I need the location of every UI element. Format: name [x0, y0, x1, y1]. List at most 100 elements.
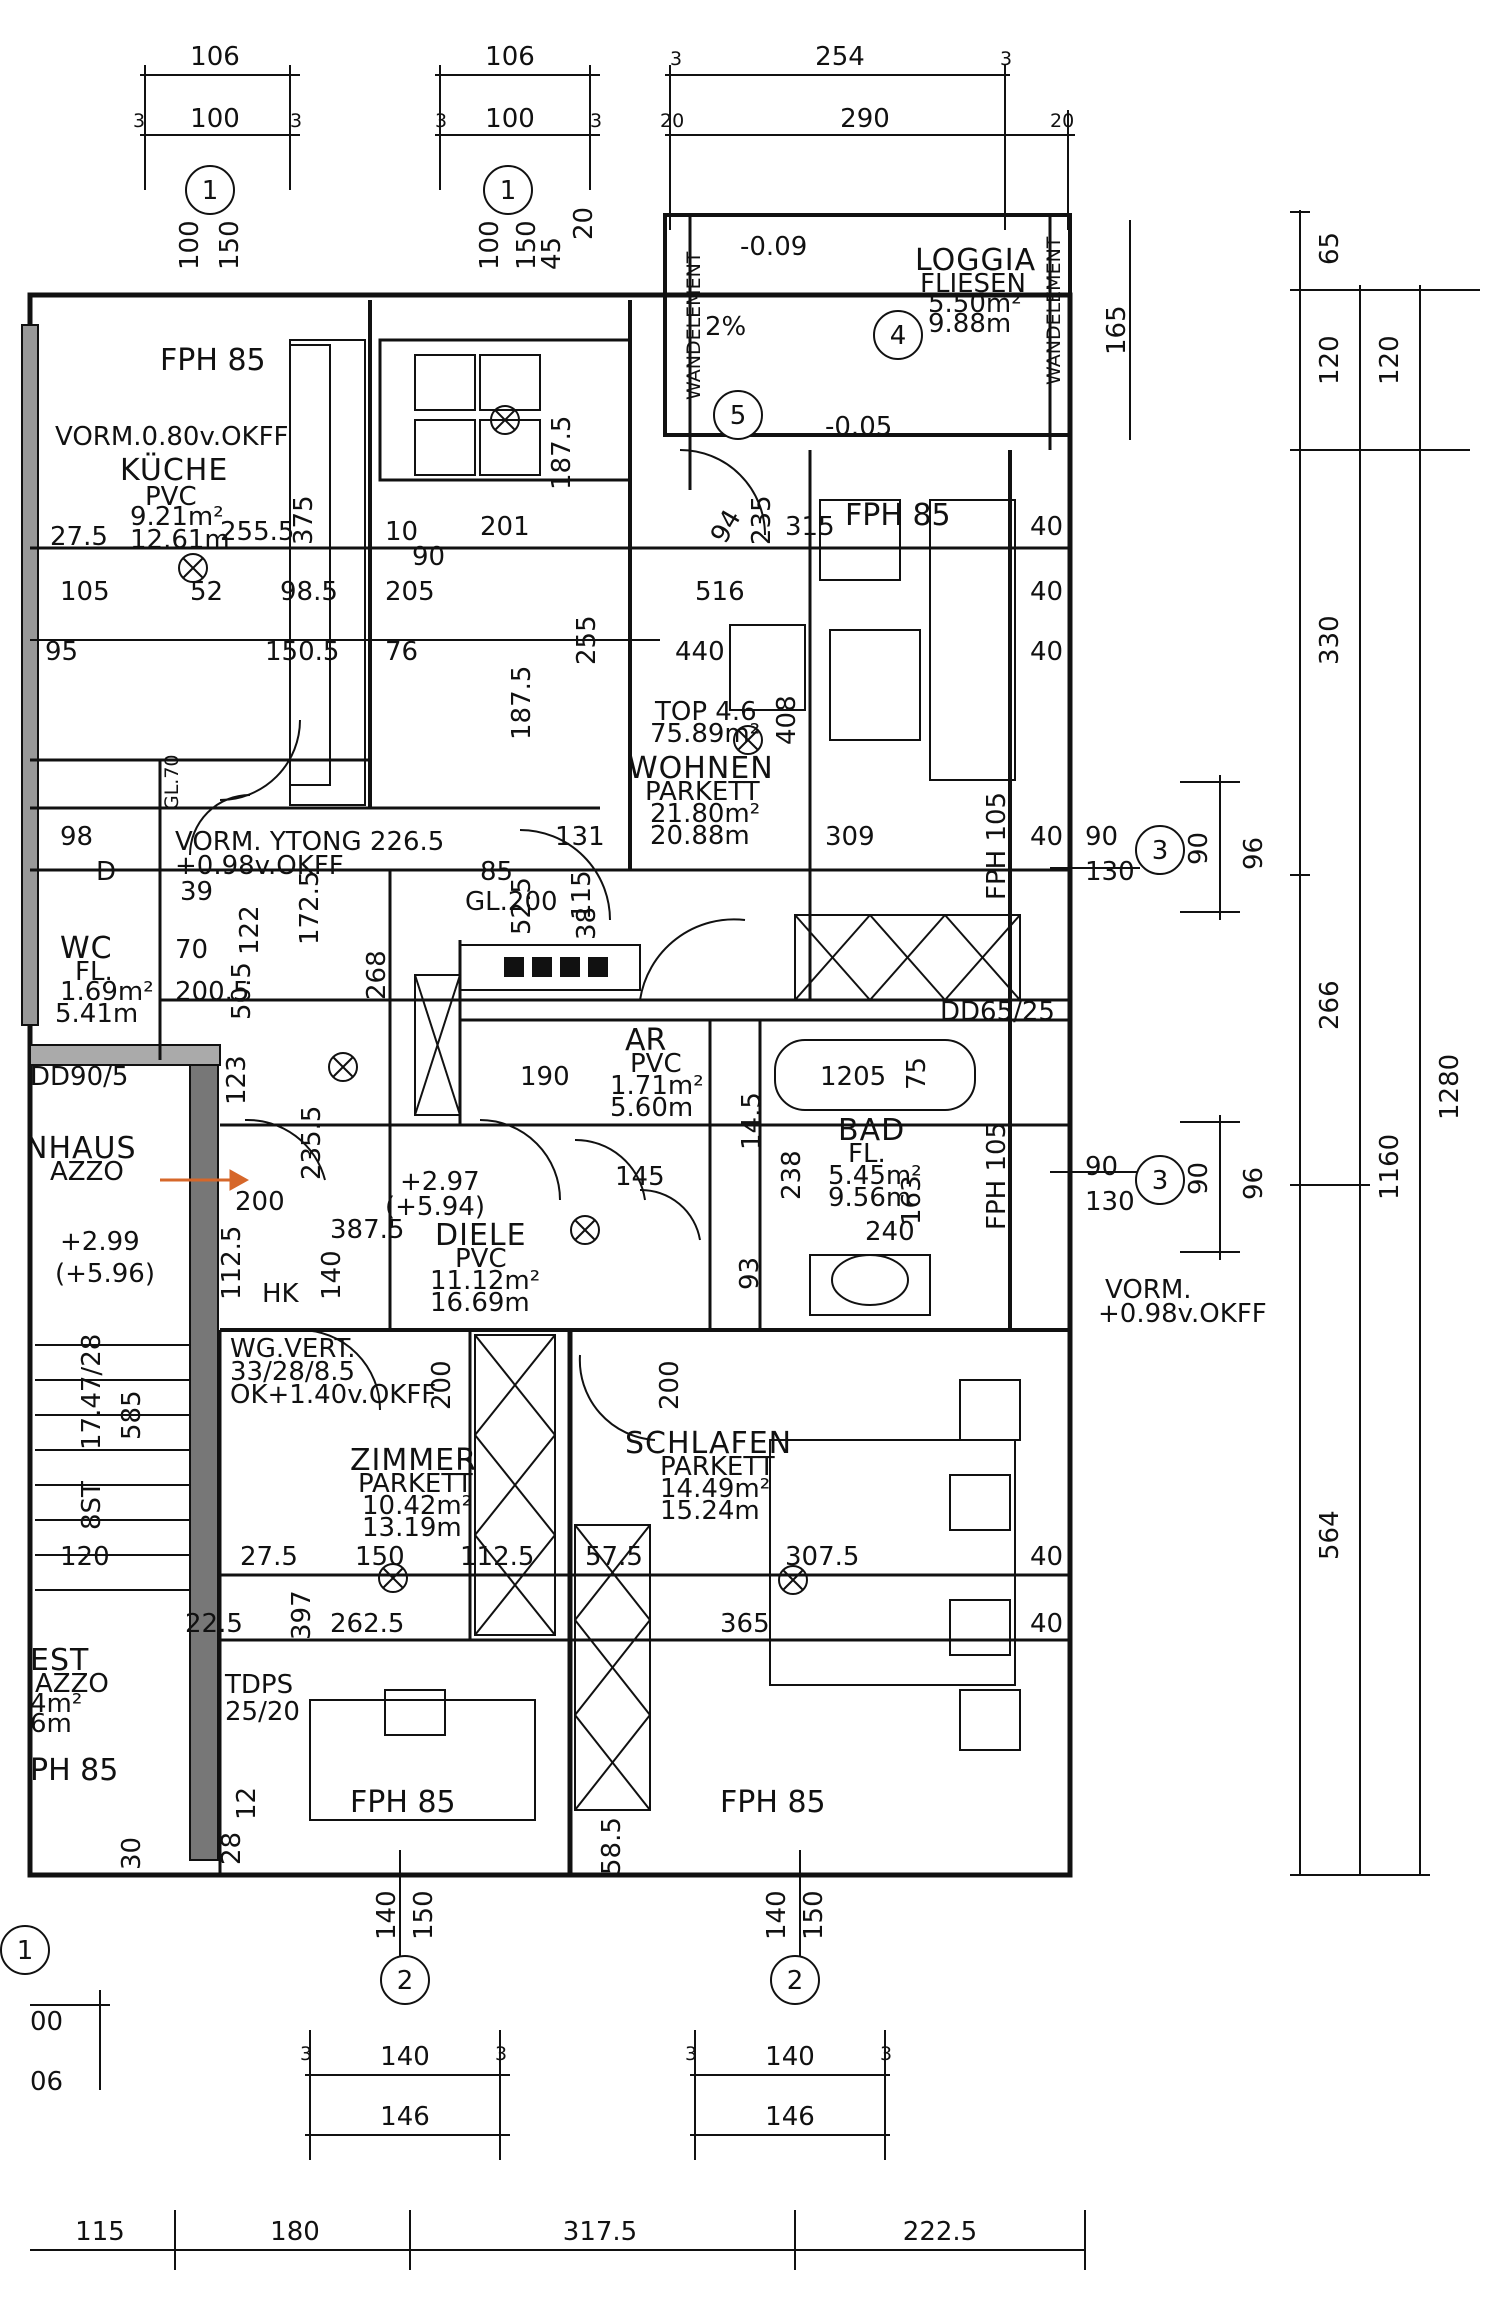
dim-i397: 397 [287, 1590, 317, 1640]
dim-i140: 140 [317, 1250, 347, 1300]
axis-markers [0, 165, 1185, 2005]
dim-i200a: 200 [427, 1360, 457, 1410]
dim-i225: 22.5 [185, 1609, 243, 1639]
dim-i172: 172.5 [295, 871, 325, 945]
dim-r90c: 90 [1085, 822, 1118, 852]
schlafen-area: 14.49m² [660, 1474, 770, 1504]
dim-r165: 165 [1102, 305, 1132, 355]
dim-i1125b: 112.5 [460, 1542, 534, 1572]
dim-i40b: 40 [1030, 577, 1063, 607]
dim-bv150a: 150 [409, 1890, 439, 1940]
wc-name: WC [60, 931, 113, 966]
note-vorm-right2: +0.98v.OKFF [1098, 1299, 1267, 1329]
wc-perimeter: 5.41m [55, 999, 138, 1029]
dim-top-106a: 106 [190, 42, 240, 72]
entrance-arrow [160, 1169, 250, 1191]
dim-r120a: 120 [1315, 335, 1345, 385]
dim-top-254: 254 [815, 42, 865, 72]
note-d: D [96, 857, 116, 887]
dim-r96a: 96 [1239, 837, 1269, 870]
axis-1b: 1 [500, 176, 517, 206]
dim-b3c: 3 [685, 2043, 697, 2065]
dim-b3b: 3 [495, 2043, 507, 2065]
rest-floor: AZZO [35, 1669, 109, 1699]
dim-bv140b: 140 [762, 1890, 792, 1940]
dim-top-20b: 20 [1050, 110, 1074, 132]
zimmer-floor: PARKETT [358, 1469, 473, 1499]
dim-i2625: 262.5 [330, 1609, 404, 1639]
dim-i123: 123 [222, 1055, 252, 1105]
schlafen-name: SCHLAFEN [625, 1426, 792, 1461]
dim-top-3a: 3 [133, 110, 145, 132]
ar-perimeter: 5.60m [610, 1093, 693, 1123]
dim-i120: 120 [60, 1542, 110, 1572]
dim-i1505: 150.5 [265, 637, 339, 667]
dim-i575: 57.5 [585, 1542, 643, 1572]
wohnen-top: TOP 4.6 [654, 697, 757, 727]
dim-b140a: 140 [380, 2042, 430, 2072]
dim-i131: 131 [555, 822, 605, 852]
dim-i3075: 307.5 [785, 1542, 859, 1572]
diele-perimeter: 16.69m [430, 1288, 530, 1318]
dim-i40a: 40 [1030, 512, 1063, 542]
dim-i255a: 255 [572, 615, 602, 665]
note-hk: HK [262, 1279, 300, 1309]
dim-r266: 266 [1315, 980, 1345, 1030]
dim-i40c: 40 [1030, 637, 1063, 667]
note-wg-vert3: OK+1.40v.OKFF [230, 1380, 436, 1410]
wc-floor: FL. [75, 957, 113, 987]
dim-i238: 238 [777, 1150, 807, 1200]
dim-i40f: 40 [1030, 1609, 1063, 1639]
diele-level: +2.97 [400, 1167, 480, 1197]
dim-b140b: 140 [765, 2042, 815, 2072]
dim-r90a: 90 [1184, 832, 1214, 865]
dim-i235: 235 [747, 495, 777, 545]
dim-b00: 00 [30, 2007, 63, 2037]
dim-i1125: 112.5 [217, 1226, 247, 1300]
bad-perimeter: 9.56m [828, 1183, 911, 1213]
dim-i2355: 235.5 [297, 1106, 327, 1180]
ar-floor: PVC [630, 1049, 682, 1079]
dim-top-100b: 100 [485, 104, 535, 134]
axis-4: 4 [890, 321, 907, 351]
bottom-dimensions [30, 1850, 1086, 2270]
dim-r1160: 1160 [1375, 1134, 1405, 1200]
dim-bv150b: 150 [799, 1890, 829, 1940]
zimmer-area: 10.42m² [362, 1491, 472, 1521]
rest-name: EST [30, 1643, 89, 1678]
loggia-floor: FLIESEN [920, 269, 1026, 299]
stiegenhaus-stair: 17.47/28 [77, 1334, 107, 1450]
note-gl2: GL.70 [161, 754, 183, 810]
kueche-note: VORM.0.80v.OKFF [55, 422, 289, 452]
kueche-name: KÜCHE [120, 452, 228, 488]
dim-i505: 50.5 [227, 962, 257, 1020]
dim-top-106b: 106 [485, 42, 535, 72]
dim-i39: 39 [180, 877, 213, 907]
axis-5: 5 [730, 401, 747, 431]
dim-r120b: 120 [1375, 335, 1405, 385]
ar-name: AR [625, 1023, 666, 1058]
dim-i122: 122 [235, 905, 265, 955]
dim-b06: 06 [30, 2067, 63, 2097]
dim-i3875: 387.5 [330, 1215, 404, 1245]
dim-i275: 27.5 [240, 1542, 298, 1572]
diele-name: DIELE [435, 1218, 527, 1253]
dim-i95: 95 [45, 637, 78, 667]
ar-area: 1.71m² [610, 1071, 704, 1101]
dim-i28: 28 [217, 1832, 247, 1865]
loggia-slope: 2% [705, 312, 746, 342]
dim-i70: 70 [175, 935, 208, 965]
dim-i40e: 40 [1030, 1542, 1063, 1572]
schlafen-perimeter: 15.24m [660, 1496, 760, 1526]
rest-area: 4m² [30, 1689, 82, 1719]
dim-r330: 330 [1315, 615, 1345, 665]
right-dimensions [1050, 210, 1480, 1876]
dim-top-3b: 3 [290, 110, 302, 132]
furniture [178, 344, 1021, 1821]
dim-b180: 180 [270, 2217, 320, 2247]
dim-top-3c: 3 [435, 110, 447, 132]
loggia-name: LOGGIA [915, 243, 1036, 278]
dim-i163: 163 [897, 1175, 927, 1225]
dim-i52: 52 [190, 577, 223, 607]
loggia-level2: -0.05 [825, 412, 892, 442]
